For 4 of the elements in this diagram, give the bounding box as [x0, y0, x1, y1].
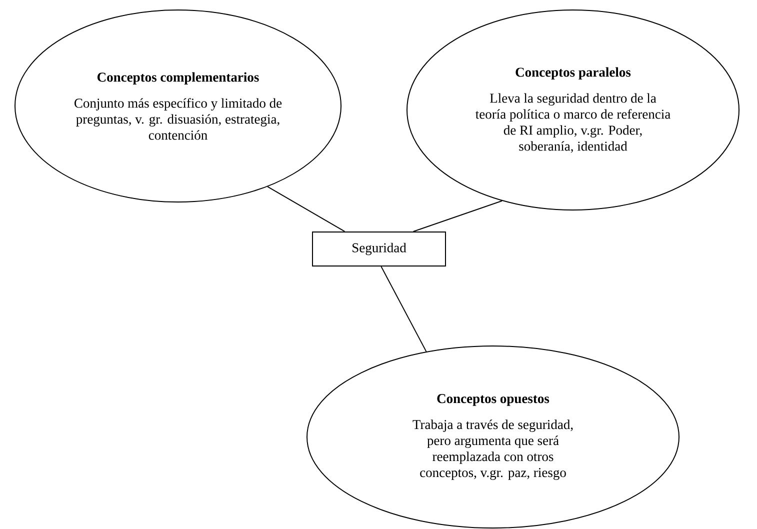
- connector-line: [380, 266, 427, 352]
- connector-line: [267, 186, 346, 232]
- concept-box: Seguridad: [312, 231, 446, 266]
- connector-line: [412, 200, 502, 232]
